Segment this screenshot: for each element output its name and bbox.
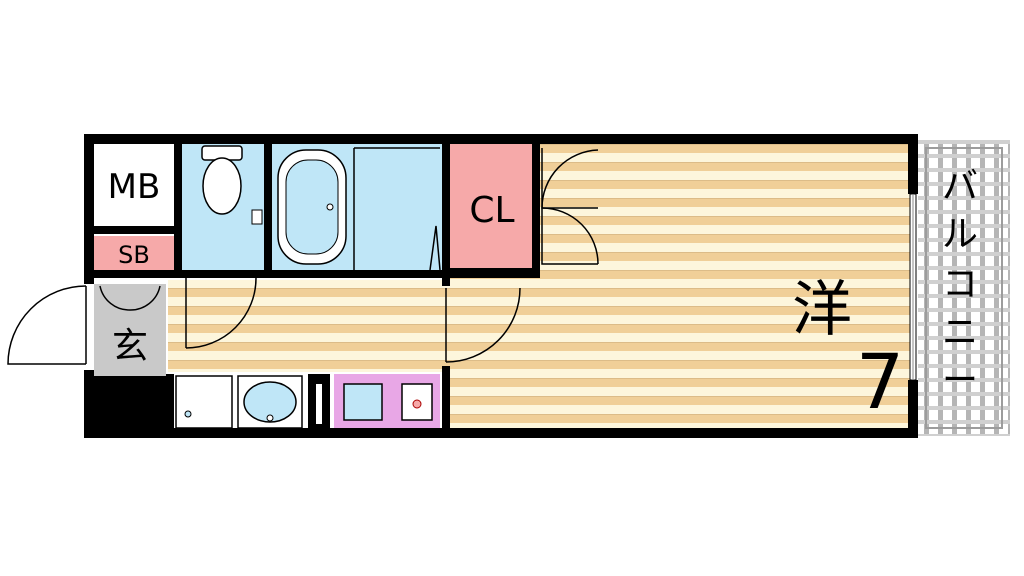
doors [7, 148, 599, 365]
hall-floor [168, 280, 450, 372]
balcony-label-4: ニ [942, 312, 978, 353]
balcony-label-5: ー [942, 360, 978, 401]
mb-label: MB [108, 167, 161, 207]
toilet-icon [201, 145, 243, 215]
balcony-label-1: バ [942, 166, 978, 207]
closet [450, 144, 532, 268]
stove-icon [401, 383, 433, 421]
room-size-label: 7 [856, 337, 904, 426]
cl-label: CL [469, 190, 514, 231]
sink-icon [343, 383, 383, 421]
bathtub-icon [277, 149, 347, 265]
sb-box [94, 236, 174, 270]
washbasin-icon [237, 375, 303, 429]
balcony-floor [918, 140, 1010, 436]
balcony-label-2: ル [942, 214, 978, 255]
sb-label: SB [118, 241, 150, 269]
room-type-label: 洋 [792, 275, 852, 345]
walls [84, 134, 918, 438]
washing-machine-icon [175, 375, 233, 429]
entrance-label: 玄 [112, 326, 148, 367]
balcony-label-3: コ [942, 264, 978, 305]
